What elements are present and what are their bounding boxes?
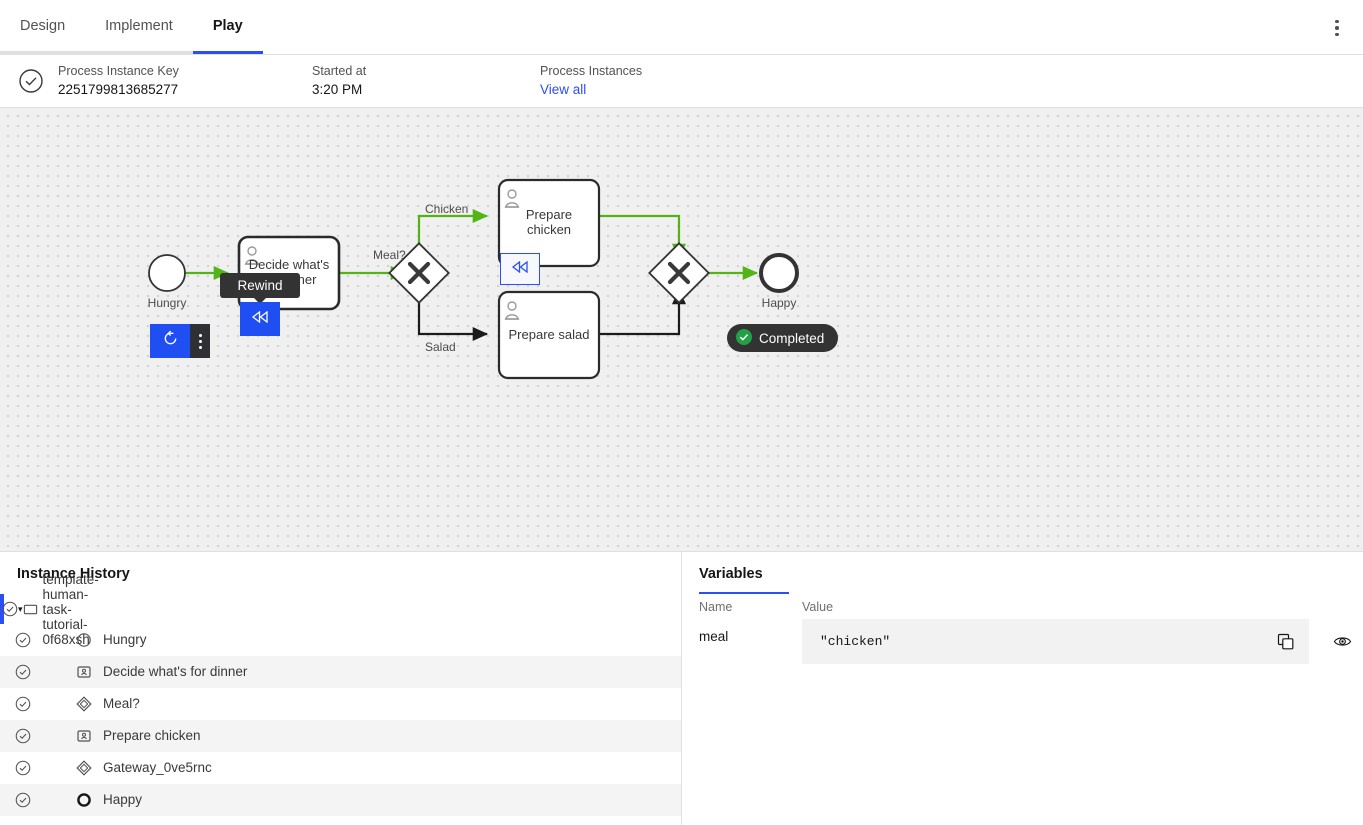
tab-design[interactable]: Design <box>0 0 86 54</box>
label-hungry: Hungry <box>147 296 187 310</box>
eye-icon[interactable] <box>1327 619 1357 664</box>
user-task-prepare-salad <box>497 290 601 380</box>
variables-panel: Variables Name Value meal "chicken" Add … <box>682 552 1363 825</box>
bpmn-diagram <box>148 178 799 380</box>
label-prepare-salad: Prepare salad <box>508 327 590 342</box>
user-task-icon <box>504 189 520 208</box>
start-event-icon <box>70 632 98 648</box>
variable-value-field[interactable]: "chicken" <box>802 619 1309 664</box>
history-row-label: Gateway_0ve5rnc <box>103 760 212 775</box>
history-row-label: Happy <box>103 792 143 807</box>
history-row-meal[interactable]: Meal? <box>0 688 681 720</box>
reset-circular-arrow-icon <box>162 330 179 352</box>
check-circle-icon <box>0 792 46 808</box>
process-instances-label: Process Instances <box>540 64 643 78</box>
variable-name: meal <box>699 629 729 644</box>
end-event-icon <box>70 792 98 808</box>
bottom-panels: Instance History ▾ template-human-task-t… <box>0 551 1363 825</box>
process-icon <box>23 602 38 617</box>
check-circle-icon <box>2 601 18 617</box>
history-row-hungry[interactable]: Hungry <box>0 624 681 656</box>
history-root-row[interactable]: ▾ template-human-task-tutorial-0f68xsh <box>0 572 99 647</box>
tab-implement[interactable]: Implement <box>85 0 193 54</box>
check-circle-filled-icon <box>736 328 752 348</box>
status-badge: Completed <box>727 324 839 352</box>
history-root-label: template-human-task-tutorial-0f68xsh <box>42 571 99 647</box>
gateway-icon <box>70 759 98 776</box>
exclusive-gateway-meal <box>388 242 450 304</box>
instance-history-header: Instance History <box>0 552 681 594</box>
variables-title: Variables <box>699 566 763 582</box>
label-flow-chicken: Chicken <box>425 202 469 216</box>
view-all-link[interactable]: View all <box>540 82 587 97</box>
gateway-icon <box>70 695 98 712</box>
user-task-prepare-chicken <box>497 178 601 268</box>
process-instance-key-value: 2251799813685277 <box>58 82 179 97</box>
tab-implement-label: Implement <box>105 17 173 34</box>
check-circle-icon <box>0 696 46 712</box>
top-tab-bar: Design Implement Play <box>0 0 1363 55</box>
history-row-label: Decide what's for dinner <box>103 664 248 679</box>
variables-name-header: Name <box>699 600 733 614</box>
label-flow-salad: Salad <box>425 340 456 354</box>
history-row-happy[interactable]: Happy <box>0 784 681 816</box>
tab-play[interactable]: Play <box>192 0 263 54</box>
variables-header: Variables <box>682 552 1363 594</box>
label-happy: Happy <box>761 296 797 310</box>
reset-control-group[interactable] <box>150 324 210 358</box>
exclusive-gateway-join <box>648 242 710 304</box>
process-instance-key-field: Process Instance Key 2251799813685277 <box>58 63 312 99</box>
tab-design-label: Design <box>20 17 66 34</box>
start-event-hungry <box>148 254 186 292</box>
variables-column-headers: Name Value <box>682 600 1363 614</box>
instance-history-tree: ▾ template-human-task-tutorial-0f68xsh H… <box>0 572 681 816</box>
variables-tab-underline <box>699 592 789 594</box>
user-task-icon <box>504 301 520 320</box>
started-at-label: Started at <box>312 64 367 78</box>
variable-value: "chicken" <box>820 634 891 649</box>
rewind-tooltip: Rewind <box>220 273 300 304</box>
bpmn-canvas[interactable]: Hungry Happy Decide what's for dinner Pr… <box>0 108 1363 551</box>
rewind-double-arrow-icon <box>251 310 269 328</box>
instance-history-title: Instance History <box>17 566 130 582</box>
label-meal-gateway: Meal? <box>373 248 406 262</box>
history-row-label: Prepare chicken <box>103 728 201 743</box>
reset-button[interactable] <box>150 324 190 358</box>
copy-icon[interactable] <box>1275 631 1297 653</box>
history-row-gateway[interactable]: Gateway_0ve5rnc <box>0 752 681 784</box>
instance-status-bar: Process Instance Key 2251799813685277 St… <box>0 55 1363 108</box>
chevron-down-icon[interactable]: ▾ <box>18 603 23 614</box>
user-task-icon <box>70 728 98 744</box>
rewind-button-prepare-chicken[interactable] <box>500 253 540 285</box>
reset-more-options-button[interactable] <box>190 324 210 358</box>
check-circle-icon <box>0 728 46 744</box>
rewind-double-arrow-icon <box>511 260 529 278</box>
tab-list: Design Implement Play <box>0 0 263 54</box>
user-task-icon <box>70 664 98 680</box>
kebab-menu-icon[interactable] <box>1321 12 1353 44</box>
started-at-value: 3:20 PM <box>312 82 363 97</box>
check-circle-icon <box>0 664 46 680</box>
process-instances-field: Process Instances View all <box>540 63 780 99</box>
instance-history-panel: Instance History ▾ template-human-task-t… <box>0 552 682 825</box>
check-circle-icon <box>18 68 44 94</box>
variables-value-header: Value <box>802 600 834 614</box>
user-task-icon <box>244 246 260 265</box>
check-circle-icon <box>0 632 46 648</box>
status-badge-label: Completed <box>759 330 825 346</box>
end-event-happy <box>759 253 799 293</box>
process-instance-key-label: Process Instance Key <box>58 64 179 78</box>
history-row-label: Meal? <box>103 696 140 711</box>
label-prepare-chicken: Prepare chicken <box>525 207 573 237</box>
started-at-field: Started at 3:20 PM <box>312 63 540 99</box>
history-row-decide[interactable]: Decide what's for dinner <box>0 656 681 688</box>
history-row-label: Hungry <box>103 632 147 647</box>
tab-play-label: Play <box>212 17 243 34</box>
variable-row: meal "chicken" <box>682 619 1363 664</box>
check-circle-icon <box>0 760 46 776</box>
rewind-button[interactable] <box>240 302 280 336</box>
history-row-prepare-chicken[interactable]: Prepare chicken <box>0 720 681 752</box>
